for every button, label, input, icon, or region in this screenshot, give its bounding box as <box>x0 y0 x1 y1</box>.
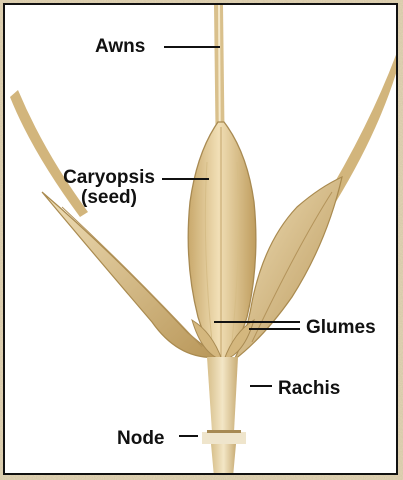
grass-spikelet-illustration <box>5 5 398 475</box>
rachis-stem <box>202 357 246 475</box>
diagram-frame: Awns Caryopsis (seed) Glumes Rachis Node <box>3 3 398 475</box>
caryopsis-label-text: Caryopsis <box>53 168 165 188</box>
awns-label: Awns <box>95 37 145 57</box>
glumes-label: Glumes <box>306 318 376 338</box>
caryopsis-label: Caryopsis (seed) <box>53 168 165 208</box>
node-label: Node <box>117 429 165 449</box>
rachis-label: Rachis <box>278 379 340 399</box>
seed-label-text: (seed) <box>53 188 165 208</box>
